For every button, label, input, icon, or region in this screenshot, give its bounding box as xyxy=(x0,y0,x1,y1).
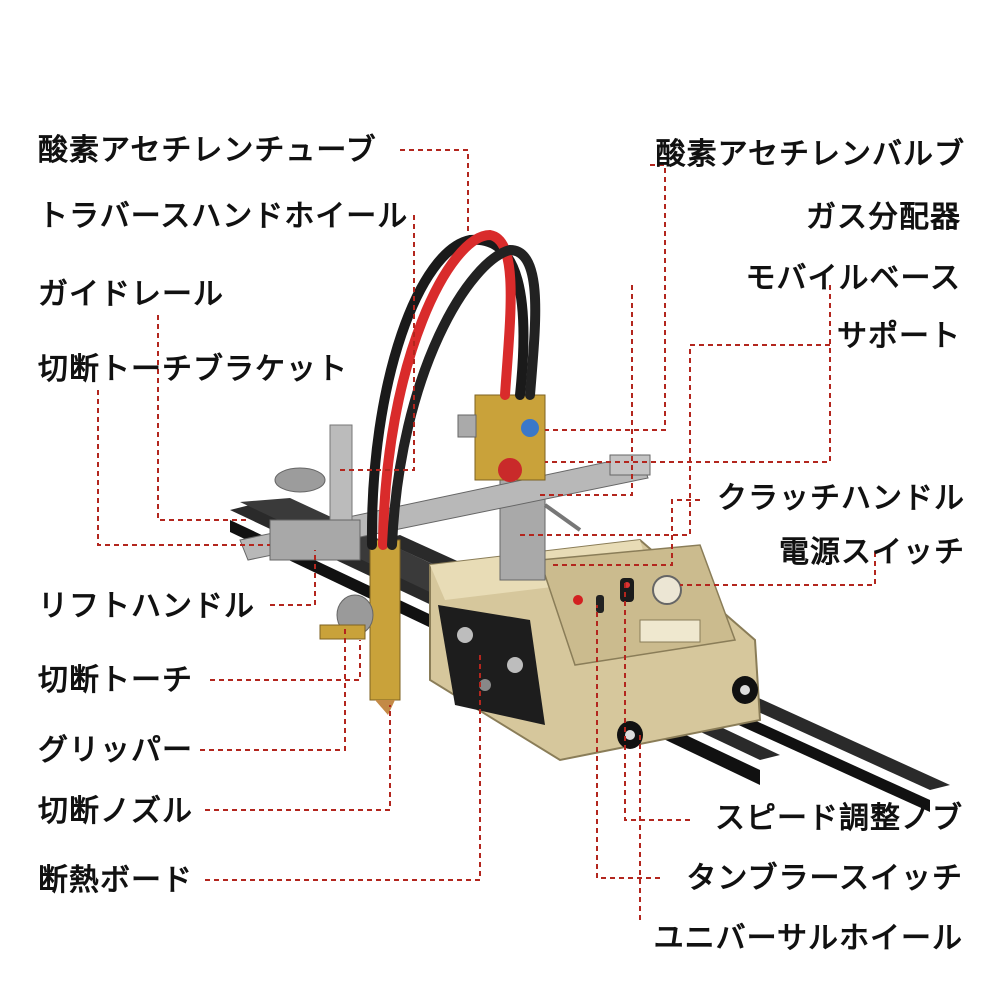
label-oxy-acetylene-tube: 酸素アセチレンチューブ xyxy=(38,133,377,168)
label-lift-handle: リフトハンドル xyxy=(38,589,255,624)
label-mobile-base: モバイルベース xyxy=(745,261,961,296)
label-gas-distributor: ガス分配器 xyxy=(806,200,961,235)
label-universal-wheel: ユニバーサルホイール xyxy=(653,921,963,956)
label-traverse-handwheel: トラバースハンドホイール xyxy=(38,199,409,234)
label-speed-knob: スピード調整ノブ xyxy=(715,801,963,836)
label-oxy-acetylene-valve: 酸素アセチレンバルブ xyxy=(655,137,965,172)
label-clutch-handle: クラッチハンドル xyxy=(717,481,965,516)
label-torch-bracket: 切断トーチブラケット xyxy=(38,352,348,387)
label-cutting-torch: 切断トーチ xyxy=(38,663,193,698)
machine-body-graphic xyxy=(429,538,762,762)
label-cutting-nozzle: 切断ノズル xyxy=(38,794,193,829)
label-support: サポート xyxy=(837,319,961,354)
label-tumbler-switch: タンブラースイッチ xyxy=(686,861,963,896)
label-gripper: グリッパー xyxy=(38,733,193,768)
label-power-switch: 電源スイッチ xyxy=(779,535,965,570)
support-arm-graphic xyxy=(239,394,651,715)
label-insulation-board: 断熱ボード xyxy=(38,863,193,898)
hose-graphic xyxy=(366,229,541,550)
label-guide-rail: ガイドレール xyxy=(38,277,224,312)
